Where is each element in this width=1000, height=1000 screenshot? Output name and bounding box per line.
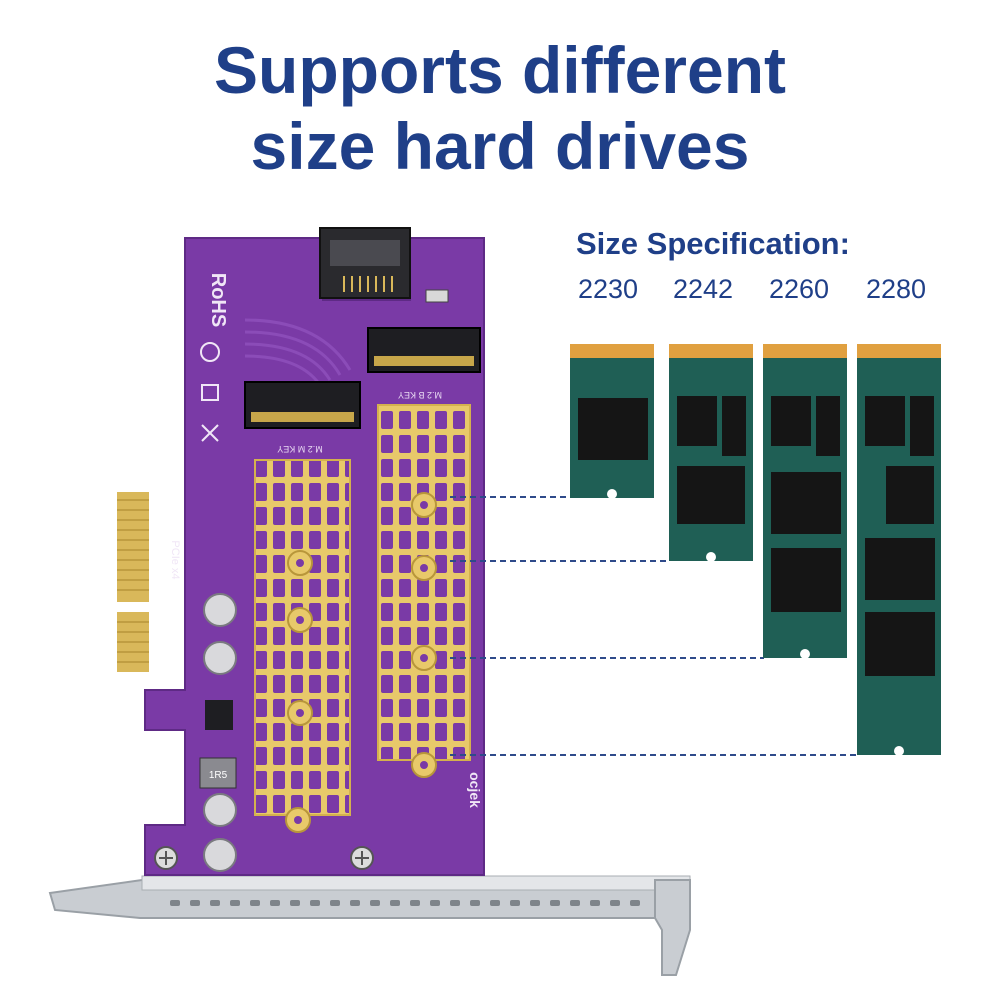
metal-bracket [48, 875, 691, 976]
size-label-2242: 2242 [673, 274, 734, 304]
capacitors [203, 593, 237, 872]
ssd-2260 [763, 344, 847, 659]
pcb-traces [244, 318, 352, 386]
inductor-label: 1R5 [209, 770, 228, 781]
rohs-mark: RoHS [207, 273, 229, 327]
mounting-holes [285, 492, 437, 833]
pcie-gold-fingers [117, 492, 149, 672]
inductor [199, 757, 237, 789]
headline-line-2: size hard drives [250, 109, 750, 183]
sata-connector [319, 227, 411, 299]
slot-b-label: M.2 B KEY [398, 390, 442, 400]
size-label-2230: 2230 [578, 274, 639, 304]
size-spec-title: Size Specification: [576, 226, 850, 261]
size-guide-lines [450, 496, 858, 756]
slot-m-label: M.2 M KEY [277, 444, 323, 454]
ssd-2242 [669, 344, 753, 562]
gold-pad-b-key [377, 404, 471, 761]
gold-pad-m-key [254, 459, 351, 816]
pcie-mark: PCIe x4 [169, 540, 181, 579]
ic-chip [205, 700, 233, 730]
ssd-2280 [857, 344, 941, 756]
ssd-2230 [570, 344, 654, 499]
size-label-2260: 2260 [769, 274, 830, 304]
board-screws [154, 846, 374, 870]
m2-socket-m-key [244, 381, 361, 429]
brand-mark: ocjek [467, 772, 483, 808]
certification-icons [200, 342, 220, 442]
m2-socket-b-key [367, 327, 481, 373]
headline-line-1: Supports different [214, 33, 786, 107]
led-component [425, 289, 449, 303]
size-label-2280: 2280 [866, 274, 927, 304]
